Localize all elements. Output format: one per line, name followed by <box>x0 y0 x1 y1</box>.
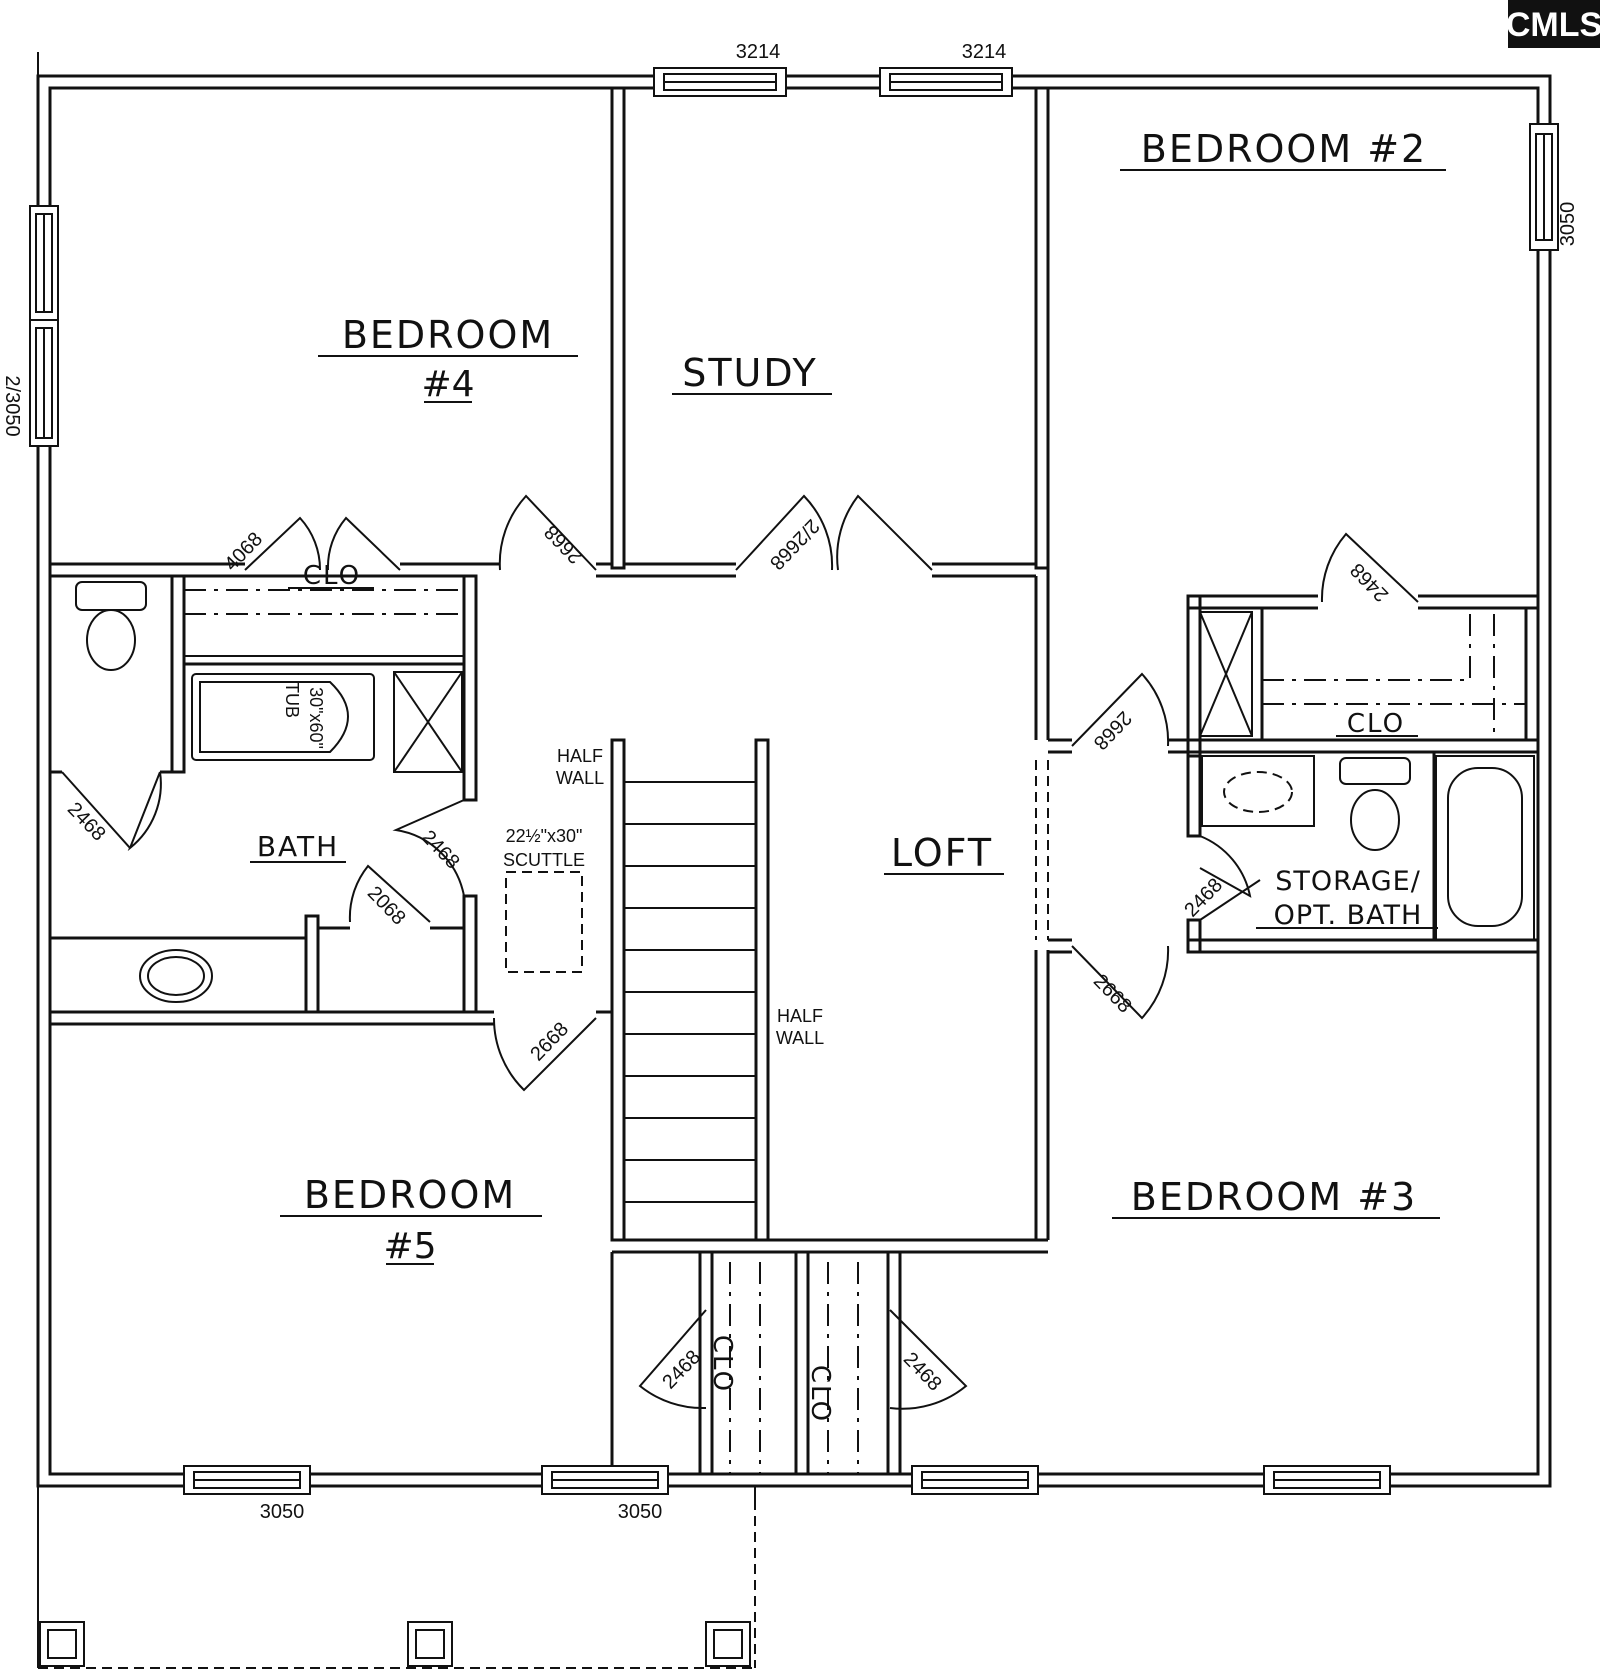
room-label-study: STUDY <box>682 351 818 395</box>
window-bottom-2 <box>541 1465 669 1495</box>
door-label-bed2-entry: 2668 <box>1089 707 1136 754</box>
door-label-bath-linen: 2068 <box>363 882 410 929</box>
closet-label-bedroom3: CLO <box>805 1365 835 1423</box>
door-label-bed4-entry: 2668 <box>540 521 587 568</box>
window-left-lower <box>29 319 59 447</box>
window-labels: 3214 3214 3050 2/3050 3050 3050 <box>1 41 1579 1523</box>
window-label-bottom-mid: 3050 <box>618 1501 663 1523</box>
room-label-bedroom2: BEDROOM #2 <box>1141 127 1427 171</box>
door-label-study-entry: 2/2668 <box>765 515 823 574</box>
room-number-bedroom4: #4 <box>421 364 474 405</box>
room-label-bedroom3: BEDROOM #3 <box>1131 1175 1417 1219</box>
window-label-top-right: 3214 <box>962 41 1007 63</box>
window-bottom-4 <box>1263 1465 1391 1495</box>
room-number-bedroom5: #5 <box>383 1226 436 1267</box>
tub-label: TUB <box>282 682 302 718</box>
porch <box>37 1500 756 1669</box>
attic-scuttle <box>505 871 583 973</box>
door-label-bed3-closet: 2468 <box>899 1348 946 1395</box>
closet-shelves <box>183 575 1526 1474</box>
room-labels: BEDROOM #4 STUDY BEDROOM #2 BATH LOFT BE… <box>250 127 1446 1267</box>
closet-label-bedroom5: CLO <box>707 1335 737 1393</box>
window-bottom-1 <box>183 1465 311 1495</box>
tub-size-note: 30"x60" <box>306 687 326 749</box>
window-bottom-3 <box>911 1465 1039 1495</box>
fixtures <box>75 581 1535 1003</box>
closet-label-bedroom2: CLO <box>1347 709 1405 739</box>
room-label-storage-line1: STORAGE/ <box>1275 866 1421 897</box>
window-left-upper <box>29 205 59 321</box>
scuttle-label: SCUTTLE <box>503 850 585 870</box>
room-label-bedroom5: BEDROOM <box>304 1173 516 1217</box>
opt-bath-tub <box>1435 755 1535 941</box>
logo-text: CMLS <box>1506 6 1600 44</box>
staircase <box>624 781 756 1203</box>
closet-label-bedroom4: CLO <box>303 561 361 591</box>
room-label-bath: BATH <box>257 830 339 863</box>
room-label-storage-line2: OPT. BATH <box>1274 900 1423 931</box>
scuttle-size-note: 22½"x30" <box>506 826 583 846</box>
opt-bath-vanity <box>1201 755 1315 827</box>
window-top-left <box>653 67 787 97</box>
room-label-loft: LOFT <box>891 831 993 875</box>
window-label-left: 2/3050 <box>1 375 23 436</box>
door-label-bed3-entry: 2668 <box>1089 970 1136 1017</box>
half-wall-note-2-line1: HALF <box>777 1006 823 1026</box>
plan-notes: 30"x60" TUB HALF WALL HALF WALL 22½"x30"… <box>282 682 824 1048</box>
half-wall-note-1-line2: WALL <box>556 768 604 788</box>
windows <box>29 67 1559 1495</box>
shower <box>393 671 463 773</box>
cmls-logo: CMLS <box>1506 0 1600 48</box>
opt-bath-toilet <box>1350 789 1400 851</box>
door-label-bed4-closet: 4068 <box>220 528 267 575</box>
door-label-storage-entry: 2468 <box>1180 874 1227 921</box>
door-label-bed5-closet: 2468 <box>658 1346 705 1393</box>
door-label-bed5-entry: 2668 <box>526 1018 573 1065</box>
room-label-bedroom4: BEDROOM <box>342 313 554 357</box>
door-label-bath-closet: 2468 <box>63 798 110 845</box>
half-wall-note-2-line2: WALL <box>776 1028 824 1048</box>
window-label-bottom-left: 3050 <box>260 1501 305 1523</box>
closet-labels: CLO CLO CLO CLO <box>288 561 1418 1423</box>
half-wall-note-1-line1: HALF <box>557 746 603 766</box>
toilet-tank <box>75 581 147 611</box>
window-label-top-left: 3214 <box>736 41 781 63</box>
doors <box>61 494 1419 1410</box>
storage-shower <box>1199 611 1253 737</box>
door-labels: 4068 2668 2/2668 2468 2668 2468 2468 206… <box>63 515 1393 1396</box>
toilet-bowl <box>86 609 136 671</box>
window-label-right: 3050 <box>1557 202 1579 247</box>
door-label-bath-entry: 2468 <box>417 826 464 873</box>
bath-sink <box>139 949 213 1003</box>
window-top-right <box>879 67 1013 97</box>
door-label-bed2-closet: 2468 <box>1346 559 1393 606</box>
window-right <box>1529 123 1559 251</box>
bathtub <box>191 673 375 761</box>
